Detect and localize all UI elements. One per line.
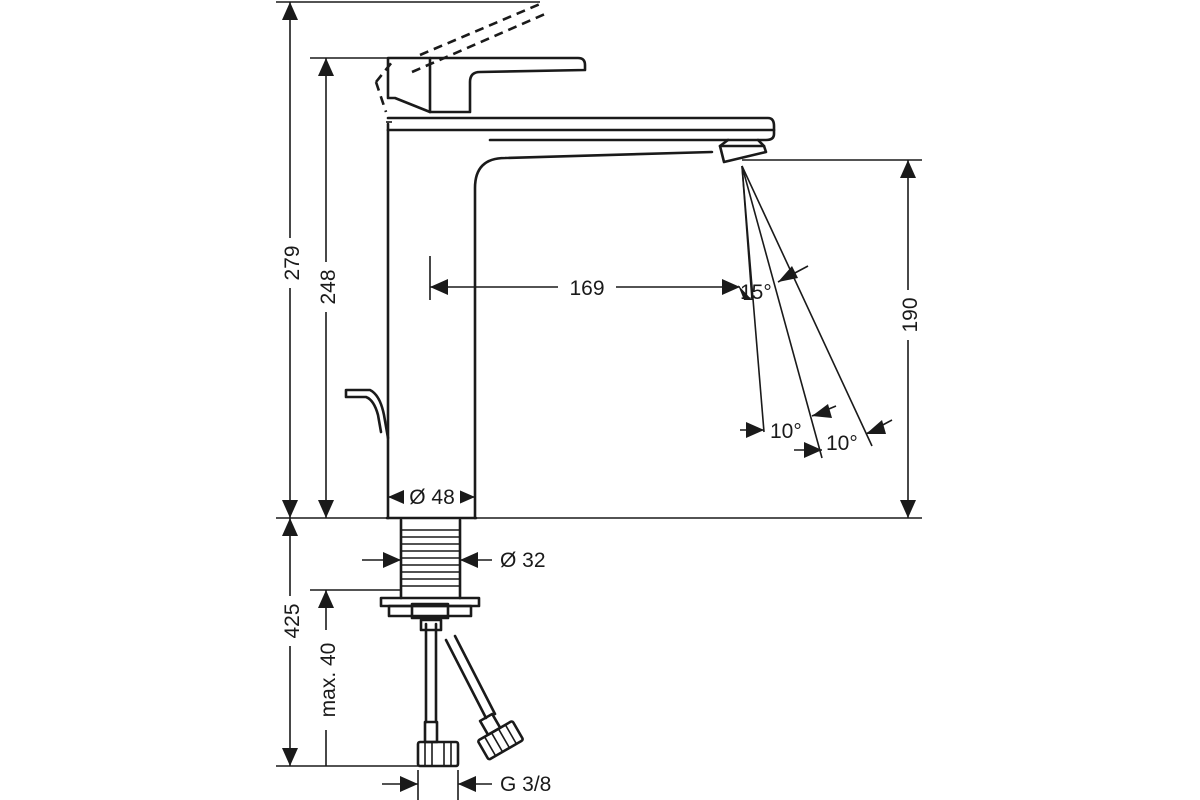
label-diameter-32: Ø 32 [500, 549, 546, 572]
label-max-40: max. 40 [317, 643, 340, 718]
faucet-outline [344, 2, 776, 768]
extension-lines [276, 1, 922, 800]
mounting-nut [379, 596, 481, 620]
dim-279: 279 [278, 2, 304, 518]
label-425: 425 [281, 603, 304, 638]
label-g-3-8: G 3/8 [500, 773, 551, 796]
angle-15: 15° [738, 265, 809, 304]
dim-diameter-48: Ø 48 [388, 484, 475, 509]
label-angle-15: 15° [740, 281, 772, 304]
dim-g-3-8: G 3/8 [382, 773, 551, 796]
faucet-body [386, 128, 714, 520]
label-279: 279 [281, 245, 304, 280]
pop-up-rod [344, 388, 390, 440]
dim-425: 425 [278, 518, 304, 766]
spray-angle-lines [741, 165, 873, 459]
label-248: 248 [317, 269, 340, 304]
label-diameter-48: Ø 48 [409, 486, 455, 509]
label-190: 190 [899, 297, 922, 332]
aerator [718, 144, 768, 164]
supply-hoses [416, 618, 524, 768]
label-angle-10-left: 10° [770, 420, 802, 443]
angle-10-right: 10° [794, 419, 893, 458]
dim-248: 248 [314, 58, 340, 518]
angle-10-left: 10° [740, 404, 837, 443]
label-angle-10-right: 10° [826, 432, 858, 455]
lever-handle-raised [374, 2, 546, 113]
lever-handle [386, 56, 587, 114]
dim-diameter-32: Ø 32 [362, 549, 546, 572]
dim-169: 169 [430, 274, 740, 300]
dim-max-40: max. 40 [314, 590, 340, 766]
label-169: 169 [569, 277, 604, 300]
dim-190: 190 [896, 160, 922, 518]
threaded-shank [399, 518, 462, 600]
